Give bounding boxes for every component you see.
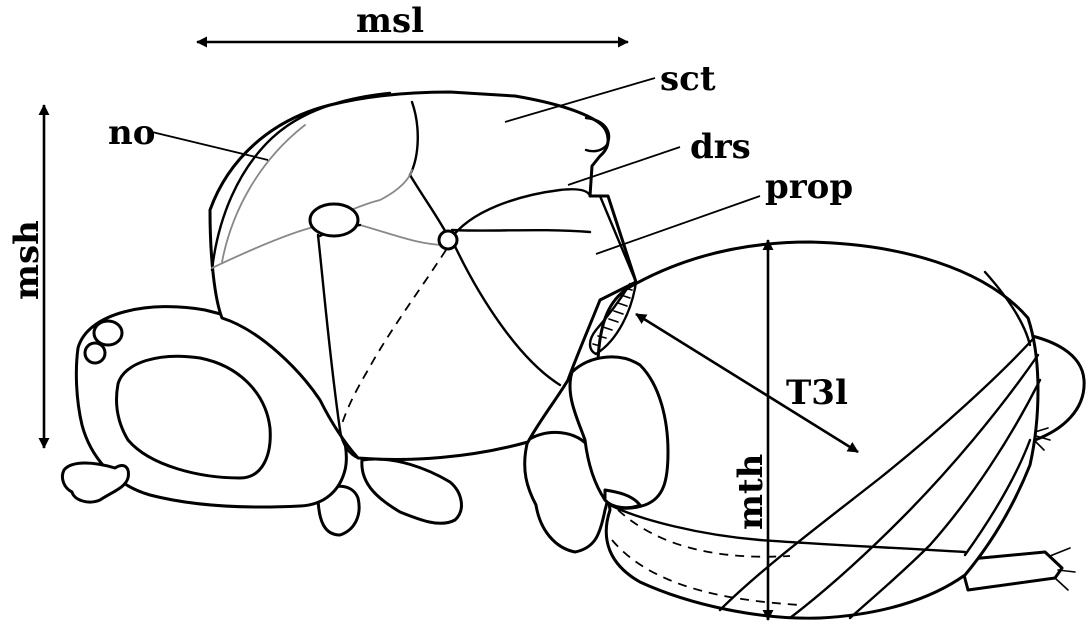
label-msh: msh [7, 220, 47, 300]
mesosoma [62, 92, 668, 552]
fore-trochanter [62, 463, 128, 502]
label-no: no [108, 113, 155, 153]
prop-leader [596, 196, 760, 254]
metapleural-node [439, 231, 457, 249]
label-drs: drs [690, 127, 751, 167]
fore-spiracle-2 [85, 343, 105, 363]
label-t3l: T3l [786, 373, 848, 413]
label-msl: msl [356, 1, 424, 41]
gaster [597, 242, 1084, 618]
label-prop: prop [765, 167, 853, 207]
fore-spiracle-1 [94, 321, 122, 345]
mesopleural-node [310, 204, 358, 236]
label-mth: mth [731, 454, 771, 530]
mid-coxa [362, 459, 462, 523]
label-sct: sct [660, 59, 716, 99]
